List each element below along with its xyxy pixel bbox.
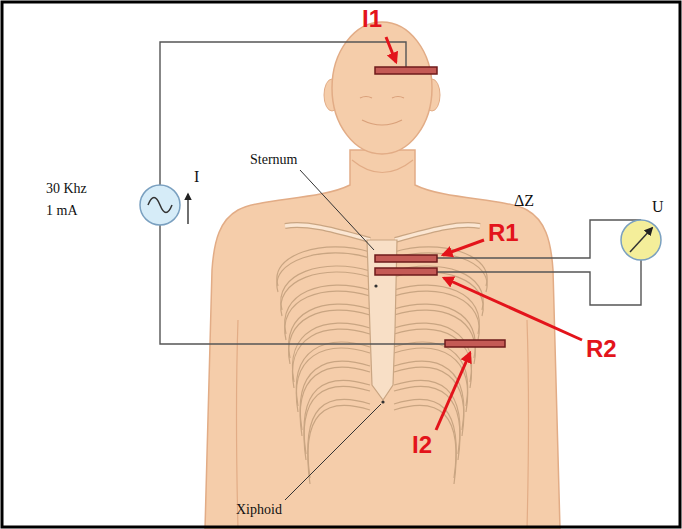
electrode xyxy=(375,268,437,275)
current-source xyxy=(140,185,188,225)
wire xyxy=(160,225,445,344)
current-value: 1 mA xyxy=(46,203,78,218)
frequency-label: 30 Khz xyxy=(46,181,87,196)
current-arrow xyxy=(187,194,188,224)
electrode xyxy=(445,340,505,347)
voltmeter-symbol xyxy=(621,220,661,260)
pointer-arrow xyxy=(386,37,396,62)
xiphoid-point xyxy=(374,284,377,287)
face xyxy=(360,97,404,126)
pointer-arrow xyxy=(444,278,582,340)
rib xyxy=(394,342,468,406)
electrode-label: I1 xyxy=(362,6,382,32)
rib xyxy=(296,348,370,412)
rib xyxy=(394,399,456,478)
rib xyxy=(289,310,370,364)
wire xyxy=(437,220,641,258)
leader-line xyxy=(300,170,374,250)
electrode xyxy=(375,255,437,262)
rib xyxy=(394,272,483,316)
current-symbol: I xyxy=(194,168,199,186)
rib xyxy=(394,405,456,484)
red-arrows xyxy=(386,37,582,430)
wires xyxy=(160,42,641,344)
needle xyxy=(630,228,652,252)
electrode-label: I2 xyxy=(412,432,432,458)
anatomy-label: Sternum xyxy=(250,152,297,167)
electrode xyxy=(375,67,437,74)
sternum-shape xyxy=(367,240,397,400)
torso xyxy=(205,150,560,529)
rib xyxy=(308,405,370,484)
wire xyxy=(160,42,406,185)
neck-shadow xyxy=(352,160,413,173)
anatomy-label: Xiphoid xyxy=(236,502,282,517)
electrodes xyxy=(375,67,505,347)
electrode-label: R1 xyxy=(488,220,519,246)
rib xyxy=(394,291,479,340)
source-symbol xyxy=(140,185,180,225)
rib xyxy=(308,399,370,478)
sine-wave xyxy=(148,198,172,213)
body xyxy=(205,22,560,529)
rib xyxy=(300,361,370,430)
rib xyxy=(394,310,475,364)
impedance-label: ΔZ xyxy=(514,192,534,210)
rib xyxy=(394,361,464,430)
clavicle xyxy=(285,225,480,240)
rib xyxy=(292,323,370,382)
voltmeter xyxy=(621,220,661,260)
pointer-arrow xyxy=(443,240,484,255)
pointer-arrow xyxy=(436,353,470,430)
leader-lines xyxy=(285,170,381,500)
wire xyxy=(437,260,641,305)
xiphoid-point xyxy=(381,400,384,403)
rib xyxy=(281,272,370,316)
leader-line xyxy=(285,404,381,500)
rib xyxy=(296,342,370,406)
rib xyxy=(285,291,370,340)
voltage-symbol: U xyxy=(652,198,664,216)
electrode-label: R2 xyxy=(586,336,617,362)
clavicle xyxy=(285,225,480,240)
